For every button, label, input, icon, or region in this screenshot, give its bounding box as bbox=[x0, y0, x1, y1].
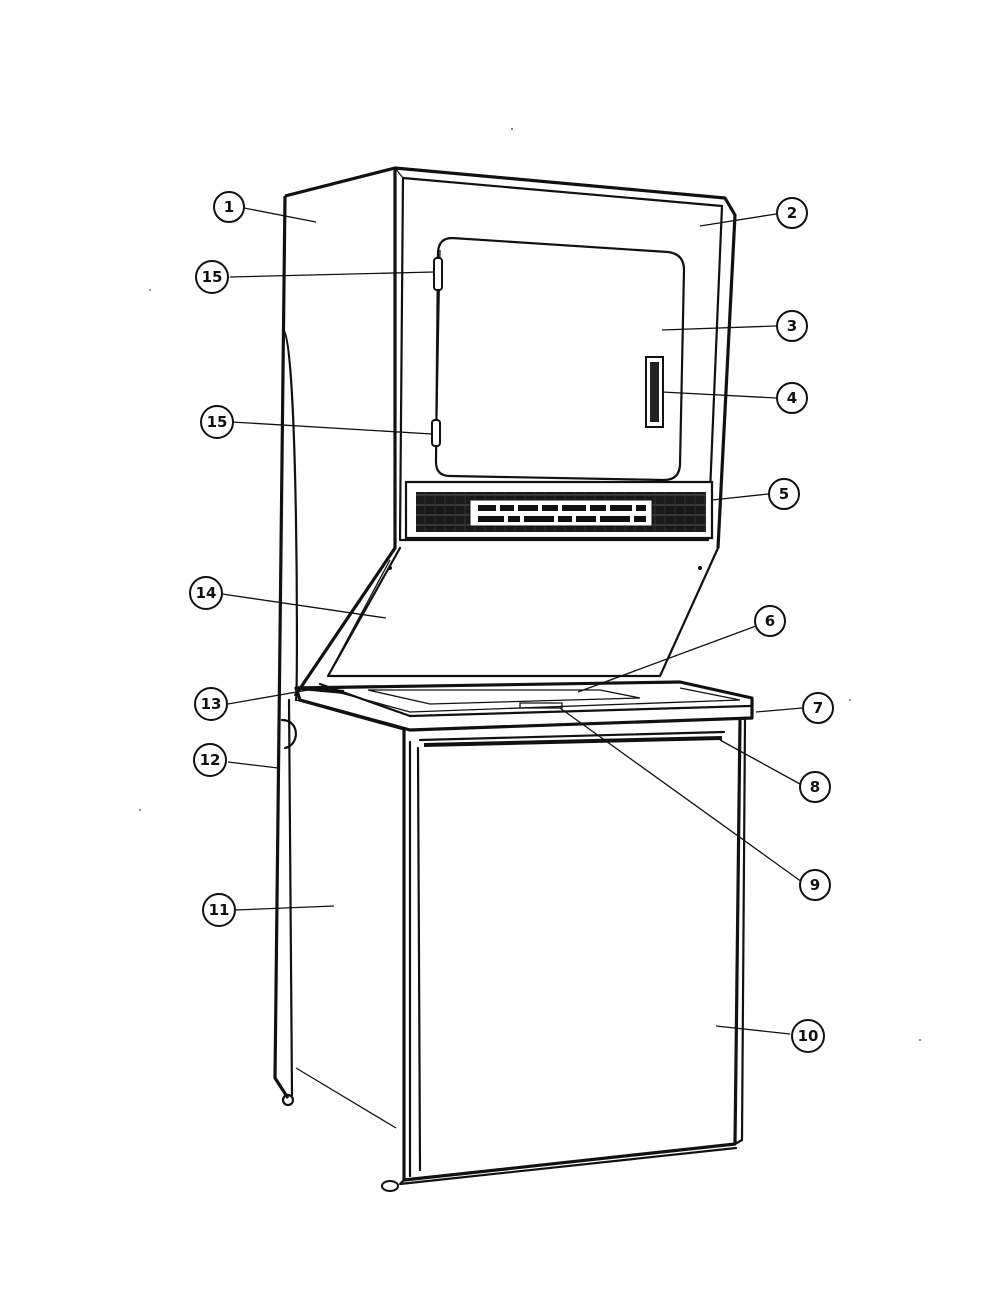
callout-2: 2 bbox=[776, 197, 808, 229]
svg-text:13: 13 bbox=[201, 695, 222, 713]
callout-10: 10 bbox=[791, 1019, 825, 1053]
callout-15-upper: 15 bbox=[195, 260, 229, 294]
svg-text:5: 5 bbox=[779, 485, 789, 503]
svg-text:10: 10 bbox=[798, 1027, 819, 1045]
dryer-cabinet bbox=[394, 166, 737, 549]
washer-top bbox=[294, 680, 754, 732]
svg-text:7: 7 bbox=[813, 699, 823, 717]
callout-5: 5 bbox=[768, 478, 800, 510]
callout-9: 9 bbox=[799, 869, 831, 901]
svg-text:2: 2 bbox=[787, 204, 797, 222]
svg-text:8: 8 bbox=[810, 778, 820, 796]
callout-11: 11 bbox=[202, 893, 236, 927]
svg-text:12: 12 bbox=[200, 751, 221, 769]
svg-text:3: 3 bbox=[787, 317, 797, 335]
svg-text:9: 9 bbox=[810, 876, 820, 894]
sloped-panel bbox=[326, 546, 720, 678]
callout-1: 1 bbox=[213, 191, 245, 223]
door-hinges bbox=[431, 257, 443, 447]
callout-4: 4 bbox=[776, 382, 808, 414]
control-panel-vent bbox=[404, 480, 714, 540]
callout-3: 3 bbox=[776, 310, 808, 342]
svg-text:11: 11 bbox=[209, 901, 230, 919]
callout-14: 14 bbox=[189, 576, 223, 610]
svg-text:4: 4 bbox=[787, 389, 797, 407]
svg-text:1: 1 bbox=[224, 198, 234, 216]
callout-7: 7 bbox=[802, 692, 834, 724]
washer-lid-edge bbox=[418, 730, 726, 747]
callout-15-lower: 15 bbox=[200, 405, 234, 439]
svg-text:6: 6 bbox=[765, 612, 775, 630]
leader-lines bbox=[221, 207, 803, 1035]
svg-text:15: 15 bbox=[202, 268, 223, 286]
callout-13: 13 bbox=[194, 687, 228, 721]
washer-cabinet bbox=[295, 699, 747, 1192]
door-handle bbox=[645, 356, 664, 428]
scan-specks bbox=[139, 128, 921, 1041]
cabinet-side-panel bbox=[273, 166, 397, 1107]
svg-text:15: 15 bbox=[207, 413, 228, 431]
callout-6: 6 bbox=[754, 605, 786, 637]
svg-text:14: 14 bbox=[196, 584, 217, 602]
callout-8: 8 bbox=[799, 771, 831, 803]
callout-12: 12 bbox=[193, 743, 227, 777]
